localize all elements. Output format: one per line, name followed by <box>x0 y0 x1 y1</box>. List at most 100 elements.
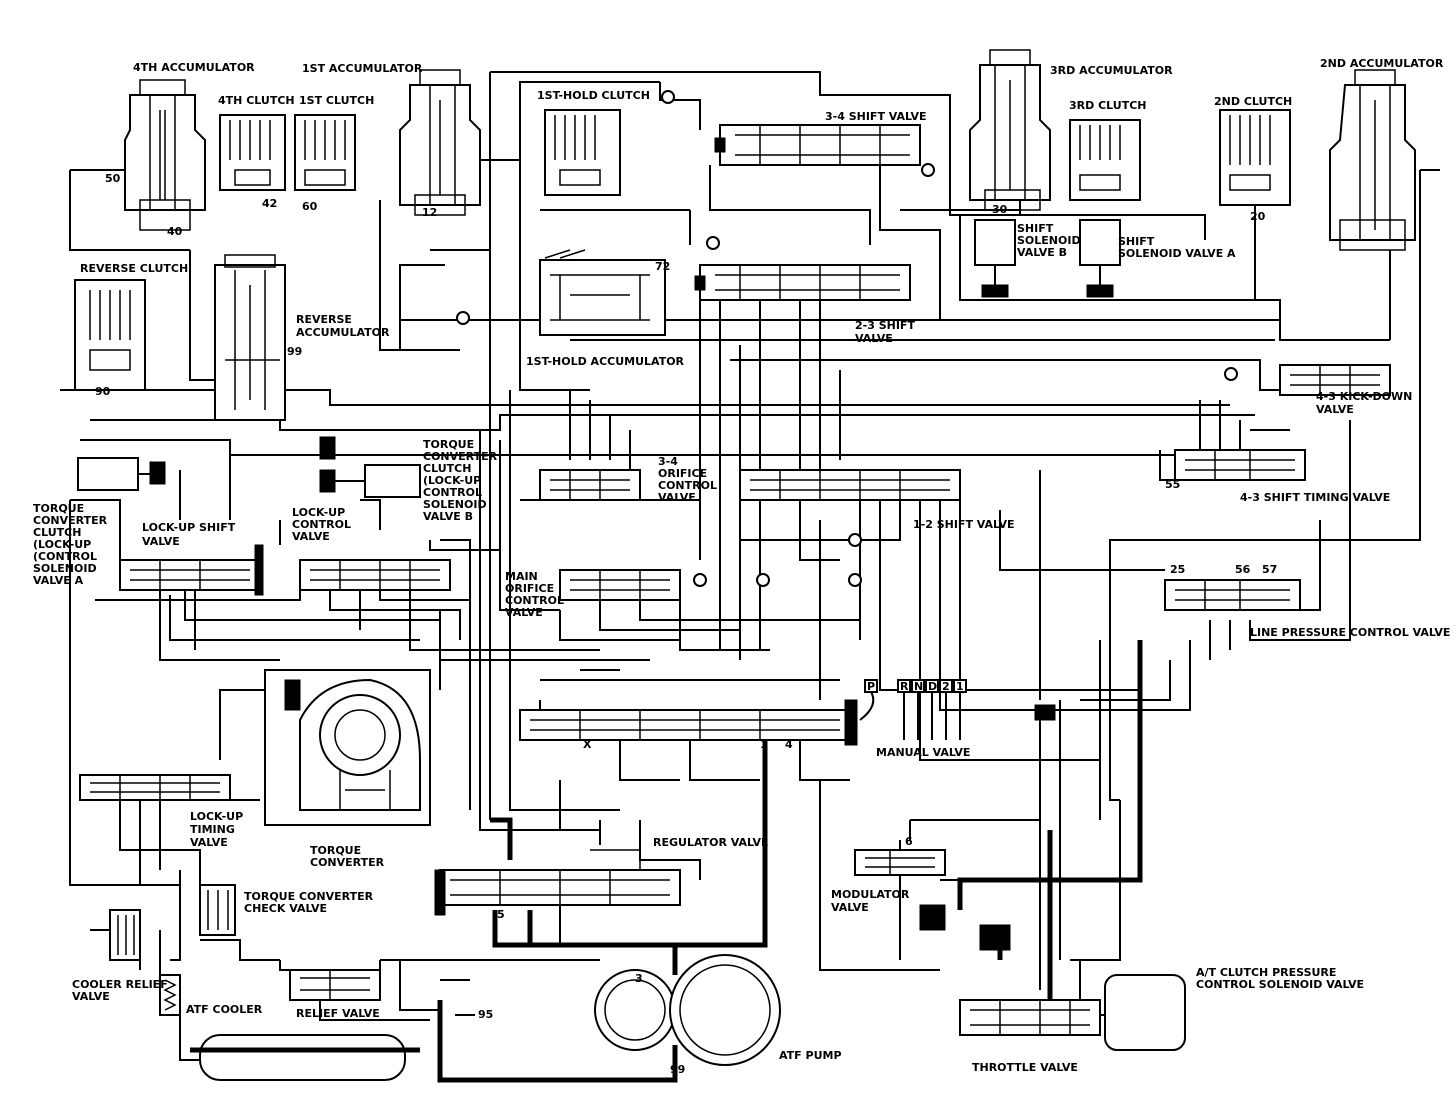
tc-clutch-solenoid-a <box>77 457 166 491</box>
pos-1: 1 <box>956 680 964 693</box>
label-2nd-accumulator: 2ND ACCUMULATOR <box>1320 57 1444 70</box>
label-manual-valve: MANUAL VALVE <box>876 746 970 759</box>
accumulator-4th <box>124 79 206 231</box>
valve-2-3-shift <box>694 264 911 301</box>
pos-2: 2 <box>942 680 950 693</box>
port-label: 12 <box>422 206 437 219</box>
pos-p: P <box>867 680 875 693</box>
clutch-reverse <box>74 279 146 391</box>
port-label: X <box>583 738 592 751</box>
port-label: 99 <box>670 1063 685 1076</box>
port-label: 1 <box>760 738 768 751</box>
clutch-1st-hold <box>544 109 621 196</box>
label-1st-clutch: 1ST CLUTCH <box>299 94 374 107</box>
valve-cooler-relief <box>109 909 141 961</box>
label-4th-accumulator: 4TH ACCUMULATOR <box>133 61 255 74</box>
pos-d: D <box>928 680 937 693</box>
label-cooler-relief-valve: COOLER RELIEF VALVE <box>72 978 172 1003</box>
label-1-2-shift-valve: 1-2 SHIFT VALVE <box>913 518 1015 531</box>
label-relief-valve: RELIEF VALVE <box>296 1007 380 1020</box>
label-3rd-clutch: 3RD CLUTCH <box>1069 99 1147 112</box>
port-numbers: 50 40 42 60 12 72 90 99 30 20 55 25 56 5… <box>95 172 1277 1076</box>
label-2nd-clutch: 2ND CLUTCH <box>1214 95 1292 108</box>
label-shift-solenoid-a: SHIFT SOLENOID VALVE A <box>1118 235 1236 260</box>
label-atf-cooler: ATF COOLER <box>186 1003 263 1016</box>
valve-manual <box>519 689 875 746</box>
label-regulator-valve: REGULATOR VALVE <box>653 836 769 849</box>
at-clutch-pressure-solenoid <box>1100 974 1186 1051</box>
label-shift-solenoid-b: SHIFT SOLENOID VALVE B <box>1017 222 1084 259</box>
valve-3-4-shift <box>714 124 921 166</box>
port-label: 56 <box>1235 563 1251 576</box>
label-line-pressure-control-valve: LINE PRESSURE CONTROL VALVE <box>1250 626 1450 639</box>
shift-solenoid-b <box>974 219 1016 298</box>
label-lock-up-timing-valve: LOCK-UP TIMING VALVE <box>190 810 247 849</box>
label-modulator-valve: MODULATOR VALVE <box>831 888 913 914</box>
check-valves <box>456 90 1238 951</box>
atf-cooler <box>159 974 181 1016</box>
accumulator-2nd <box>1329 69 1416 251</box>
port-label: 57 <box>1262 563 1277 576</box>
label-tc-solenoid-b: TORQUE CONVERTER CLUTCH (LOCK-UP CONTROL… <box>423 438 501 523</box>
accumulator-1st-hold <box>539 249 666 336</box>
label-torque-converter: TORQUE CONVERTER <box>310 844 385 869</box>
pos-n: N <box>914 680 923 693</box>
port-label: 5 <box>497 908 505 921</box>
label-at-clutch-pressure-solenoid: A/T CLUTCH PRESSURE CONTROL SOLENOID VAL… <box>1196 966 1364 991</box>
clutch-1st <box>294 114 356 191</box>
torque-converter <box>264 669 431 826</box>
port-label: 50 <box>105 172 121 185</box>
label-tc-check-valve: TORQUE CONVERTER CHECK VALVE <box>244 890 377 915</box>
label-4-3-kickdown-valve: 4-3 KICK-DOWN VALVE <box>1316 390 1416 416</box>
valve-throttle <box>959 999 1101 1036</box>
valve-main-orifice-control <box>559 569 681 601</box>
port-label: 4 <box>785 738 793 751</box>
port-label: 25 <box>1170 563 1185 576</box>
port-label: 20 <box>1250 210 1266 223</box>
accumulator-3rd <box>969 49 1051 211</box>
label-1st-hold-accumulator: 1ST-HOLD ACCUMULATOR <box>526 355 685 368</box>
label-3rd-accumulator: 3RD ACCUMULATOR <box>1050 64 1173 77</box>
port-label: 40 <box>167 225 183 238</box>
atf-pump <box>594 954 781 1070</box>
label-4th-clutch: 4TH CLUTCH <box>218 94 295 107</box>
port-label: 3 <box>635 972 643 985</box>
label-atf-pump: ATF PUMP <box>779 1049 842 1062</box>
port-label: 99 <box>287 345 302 358</box>
valve-4-3-kickdown <box>1279 364 1391 396</box>
label-throttle-valve: THROTTLE VALVE <box>972 1061 1078 1074</box>
port-label: 55 <box>1165 478 1180 491</box>
port-label: 60 <box>302 200 318 213</box>
label-1st-accumulator: 1ST ACCUMULATOR <box>302 62 423 75</box>
valve-regulator <box>434 849 681 916</box>
valve-4-3-shift-timing <box>1174 449 1306 481</box>
clutch-3rd <box>1069 119 1141 201</box>
pos-r: R <box>900 680 909 693</box>
shift-solenoid-a <box>1079 219 1121 298</box>
valve-line-pressure-control <box>1164 579 1301 611</box>
valve-3-4-orifice <box>539 469 641 501</box>
valve-modulator <box>854 849 946 876</box>
port-label: 95 <box>478 1008 493 1021</box>
valve-1-2-shift <box>739 469 961 501</box>
label-reverse-accumulator: REVERSE ACCUMULATOR <box>296 313 390 339</box>
tc-clutch-solenoid-b <box>319 436 421 498</box>
label-main-orifice-control-valve: MAIN ORIFICE CONTROL VALVE <box>505 570 568 619</box>
label-lock-up-control-valve: LOCK-UP CONTROL VALVE <box>292 506 355 543</box>
port-label: 42 <box>262 197 277 210</box>
port-label: 30 <box>992 203 1008 216</box>
atf-reservoir <box>190 1034 420 1081</box>
valve-tc-check <box>199 884 236 936</box>
valve-relief <box>289 969 381 1001</box>
port-label: 90 <box>95 385 111 398</box>
label-reverse-clutch: REVERSE CLUTCH <box>80 262 188 275</box>
label-tc-solenoid-a: TORQUE CONVERTER CLUTCH (LOCK-UP (CONTRO… <box>33 502 111 587</box>
clutch-2nd <box>1219 109 1291 206</box>
label-3-4-shift-valve: 3-4 SHIFT VALVE <box>825 110 927 123</box>
label-2-3-shift-valve: 2-3 SHIFT VALVE <box>855 319 919 345</box>
port-label: 72 <box>655 260 670 273</box>
valve-lock-up-timing <box>79 774 231 801</box>
valve-lock-up-control <box>299 559 451 591</box>
label-3-4-orifice-control-valve: 3-4 ORIFICE CONTROL VALVE <box>658 455 721 504</box>
